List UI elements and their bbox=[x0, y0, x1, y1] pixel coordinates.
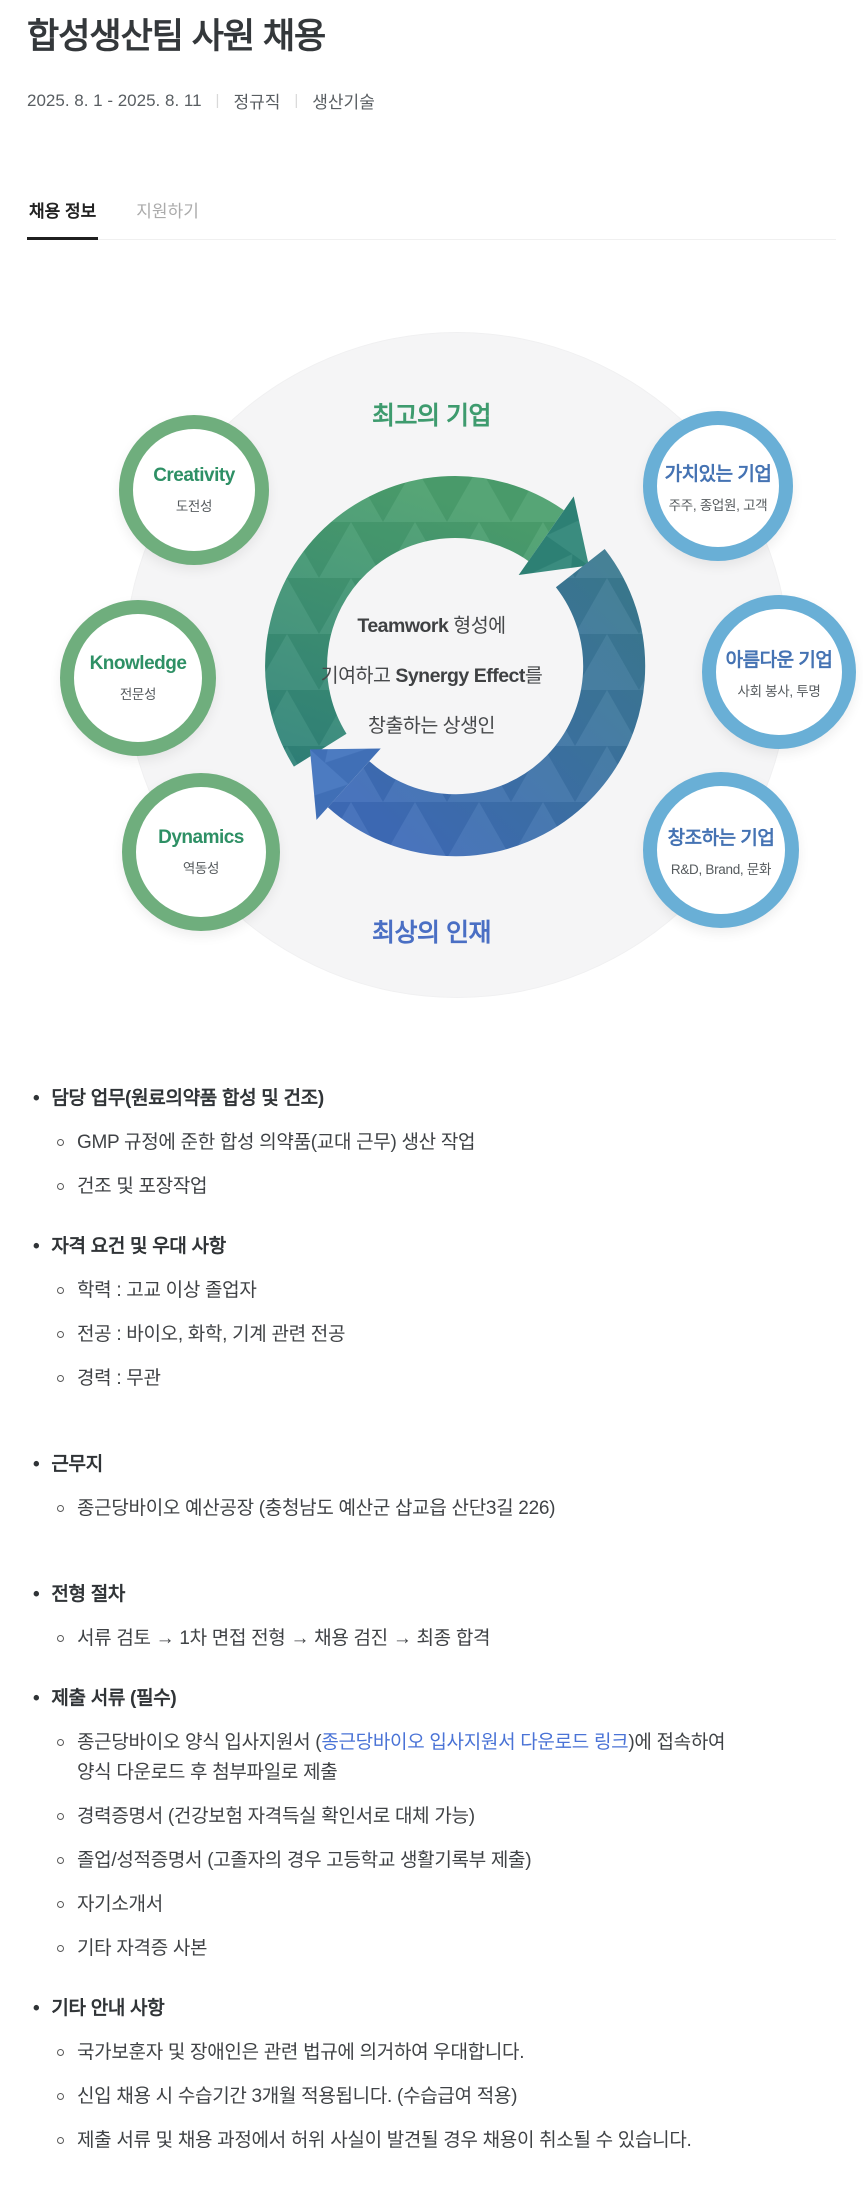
section-duties: 담당 업무(원료의약품 합성 및 건조) GMP 규정에 준한 합성 의약품(교… bbox=[27, 1084, 836, 1202]
circle-bullet-icon bbox=[57, 1287, 64, 1294]
section-item: 졸업/성적증명서 (고졸자의 경우 고등학교 생활기록부 제출) bbox=[57, 1846, 836, 1876]
section-item: 경력 : 무관 bbox=[57, 1364, 836, 1394]
section-item: 학력 : 고교 이상 졸업자 bbox=[57, 1276, 836, 1306]
value-circle-valuable-company: 가치있는 기업 주주, 종업원, 고객 bbox=[643, 411, 793, 561]
circle-bullet-icon bbox=[57, 1635, 64, 1642]
section-heading: 제출 서류 (필수) bbox=[27, 1684, 836, 1714]
center-statement: Teamwork 형성에 기여하고 Synergy Effect를 창출하는 상… bbox=[27, 601, 836, 751]
section-qualifications: 자격 요건 및 우대 사항 학력 : 고교 이상 졸업자 전공 : 바이오, 화… bbox=[27, 1232, 836, 1394]
center-statement-line1: Teamwork 형성에 bbox=[357, 615, 506, 637]
value-circle-creative-company: 창조하는 기업 R&D, Brand, 문화 bbox=[643, 772, 799, 928]
value-title: Knowledge bbox=[89, 653, 187, 674]
circle-bullet-icon bbox=[57, 1813, 64, 1820]
value-title: 창조하는 기업 bbox=[667, 827, 775, 849]
section-item: 경력증명서 (건강보험 자격득실 확인서로 대체 가능) bbox=[57, 1802, 836, 1832]
section-heading: 전형 절차 bbox=[27, 1580, 836, 1610]
center-statement-line3: 창출하는 상생인 bbox=[368, 715, 496, 737]
section-item: 건조 및 포장작업 bbox=[57, 1172, 836, 1202]
meta-date-range: 2025. 8. 1 - 2025. 8. 11 bbox=[27, 90, 202, 110]
meta-separator: | bbox=[215, 92, 220, 109]
value-title: 아름다운 기업 bbox=[725, 649, 833, 671]
posting-meta: 2025. 8. 1 - 2025. 8. 11 | 정규직 | 생산기술 bbox=[27, 88, 836, 113]
link-item-line2: 양식 다운로드 후 첨부파일로 제출 bbox=[77, 1762, 338, 1783]
circle-bullet-icon bbox=[57, 1901, 64, 1908]
section-item: 제출 서류 및 채용 과정에서 허위 사실이 발견될 경우 채용이 취소될 수 … bbox=[57, 2126, 836, 2156]
section-item: GMP 규정에 준한 합성 의약품(교대 근무) 생산 작업 bbox=[57, 1128, 836, 1158]
section-heading: 근무지 bbox=[27, 1450, 836, 1480]
section-item: 신입 채용 시 수습기간 3개월 적용됩니다. (수습급여 적용) bbox=[57, 2082, 836, 2112]
value-subtitle: 전문성 bbox=[119, 687, 157, 702]
circle-bullet-icon bbox=[57, 1857, 64, 1864]
section-heading: 담당 업무(원료의약품 합성 및 건조) bbox=[27, 1084, 836, 1114]
link-item-suffix: )에 접속하여 bbox=[628, 1732, 726, 1753]
cycle-arrows-graphic bbox=[265, 476, 646, 857]
section-item: 자기소개서 bbox=[57, 1890, 836, 1920]
label-best-company: 최고의 기업 bbox=[372, 402, 491, 430]
section-item: 전공 : 바이오, 화학, 기계 관련 전공 bbox=[57, 1320, 836, 1350]
circle-bullet-icon bbox=[57, 2049, 64, 2056]
section-other-notes: 기타 안내 사항 국가보훈자 및 장애인은 관련 법규에 의거하여 우대합니다.… bbox=[27, 1994, 836, 2156]
value-circle-knowledge: Knowledge 전문성 bbox=[60, 600, 216, 756]
circle-bullet-icon bbox=[57, 1139, 64, 1146]
tab-bar: 채용 정보 지원하기 bbox=[27, 193, 836, 240]
value-title: Dynamics bbox=[158, 827, 244, 848]
section-heading: 기타 안내 사항 bbox=[27, 1994, 836, 2024]
section-item: 기타 자격증 사본 bbox=[57, 1934, 836, 1964]
section-workplace: 근무지 종근당바이오 예산공장 (충청남도 예산군 삽교읍 산단3길 226) bbox=[27, 1450, 836, 1524]
tab-recruit-info[interactable]: 채용 정보 bbox=[27, 193, 99, 240]
meta-employment-type: 정규직 bbox=[233, 93, 281, 112]
center-statement-line2: 기여하고 Synergy Effect를 bbox=[320, 665, 543, 687]
value-title: Creativity bbox=[153, 465, 235, 486]
section-item: 서류 검토 → 1차 면접 전형 → 채용 검진 → 최종 합격 bbox=[57, 1624, 836, 1654]
meta-category: 생산기술 bbox=[312, 93, 375, 112]
label-best-talent: 최상의 인재 bbox=[372, 919, 491, 947]
circle-bullet-icon bbox=[57, 1183, 64, 1190]
circle-bullet-icon bbox=[57, 1375, 64, 1382]
talent-values-diagram: 최고의 기업 최상의 인재 Teamwork 형성에 기여하고 Synergy … bbox=[27, 253, 856, 1028]
value-circle-dynamics: Dynamics 역동성 bbox=[122, 773, 280, 931]
section-process: 전형 절차 서류 검토 → 1차 면접 전형 → 채용 검진 → 최종 합격 bbox=[27, 1580, 836, 1654]
circle-bullet-icon bbox=[57, 1331, 64, 1338]
value-subtitle: 주주, 종업원, 고객 bbox=[668, 497, 768, 513]
job-details: 담당 업무(원료의약품 합성 및 건조) GMP 규정에 준한 합성 의약품(교… bbox=[27, 1084, 836, 2156]
section-item: 종근당바이오 예산공장 (충청남도 예산군 삽교읍 산단3길 226) bbox=[57, 1494, 836, 1524]
circle-bullet-icon bbox=[57, 1505, 64, 1512]
section-item: 국가보훈자 및 장애인은 관련 법규에 의거하여 우대합니다. bbox=[57, 2038, 836, 2068]
link-item-prefix: 종근당바이오 양식 입사지원서 ( bbox=[77, 1732, 322, 1753]
circle-bullet-icon bbox=[57, 1739, 64, 1746]
value-circle-creativity: Creativity 도전성 bbox=[119, 415, 269, 565]
value-title: 가치있는 기업 bbox=[664, 463, 772, 485]
section-item-with-link: 종근당바이오 양식 입사지원서 (종근당바이오 입사지원서 다운로드 링크)에 … bbox=[57, 1728, 836, 1788]
page-title: 합성생산팀 사원 채용 bbox=[27, 17, 326, 56]
value-subtitle: 역동성 bbox=[182, 861, 220, 876]
circle-bullet-icon bbox=[57, 1945, 64, 1952]
application-form-download-link[interactable]: 종근당바이오 입사지원서 다운로드 링크 bbox=[321, 1732, 629, 1753]
circle-bullet-icon bbox=[57, 2093, 64, 2100]
section-heading: 자격 요건 및 우대 사항 bbox=[27, 1232, 836, 1262]
value-circle-beautiful-company: 아름다운 기업 사회 봉사, 투명 bbox=[702, 595, 856, 749]
circle-bullet-icon bbox=[57, 2137, 64, 2144]
section-documents: 제출 서류 (필수) 종근당바이오 양식 입사지원서 (종근당바이오 입사지원서… bbox=[27, 1684, 836, 1964]
value-subtitle: R&D, Brand, 문화 bbox=[670, 861, 772, 877]
tab-apply[interactable]: 지원하기 bbox=[136, 202, 199, 221]
value-subtitle: 사회 봉사, 투명 bbox=[737, 683, 821, 699]
value-subtitle: 도전성 bbox=[175, 499, 213, 514]
meta-separator: | bbox=[294, 92, 299, 109]
